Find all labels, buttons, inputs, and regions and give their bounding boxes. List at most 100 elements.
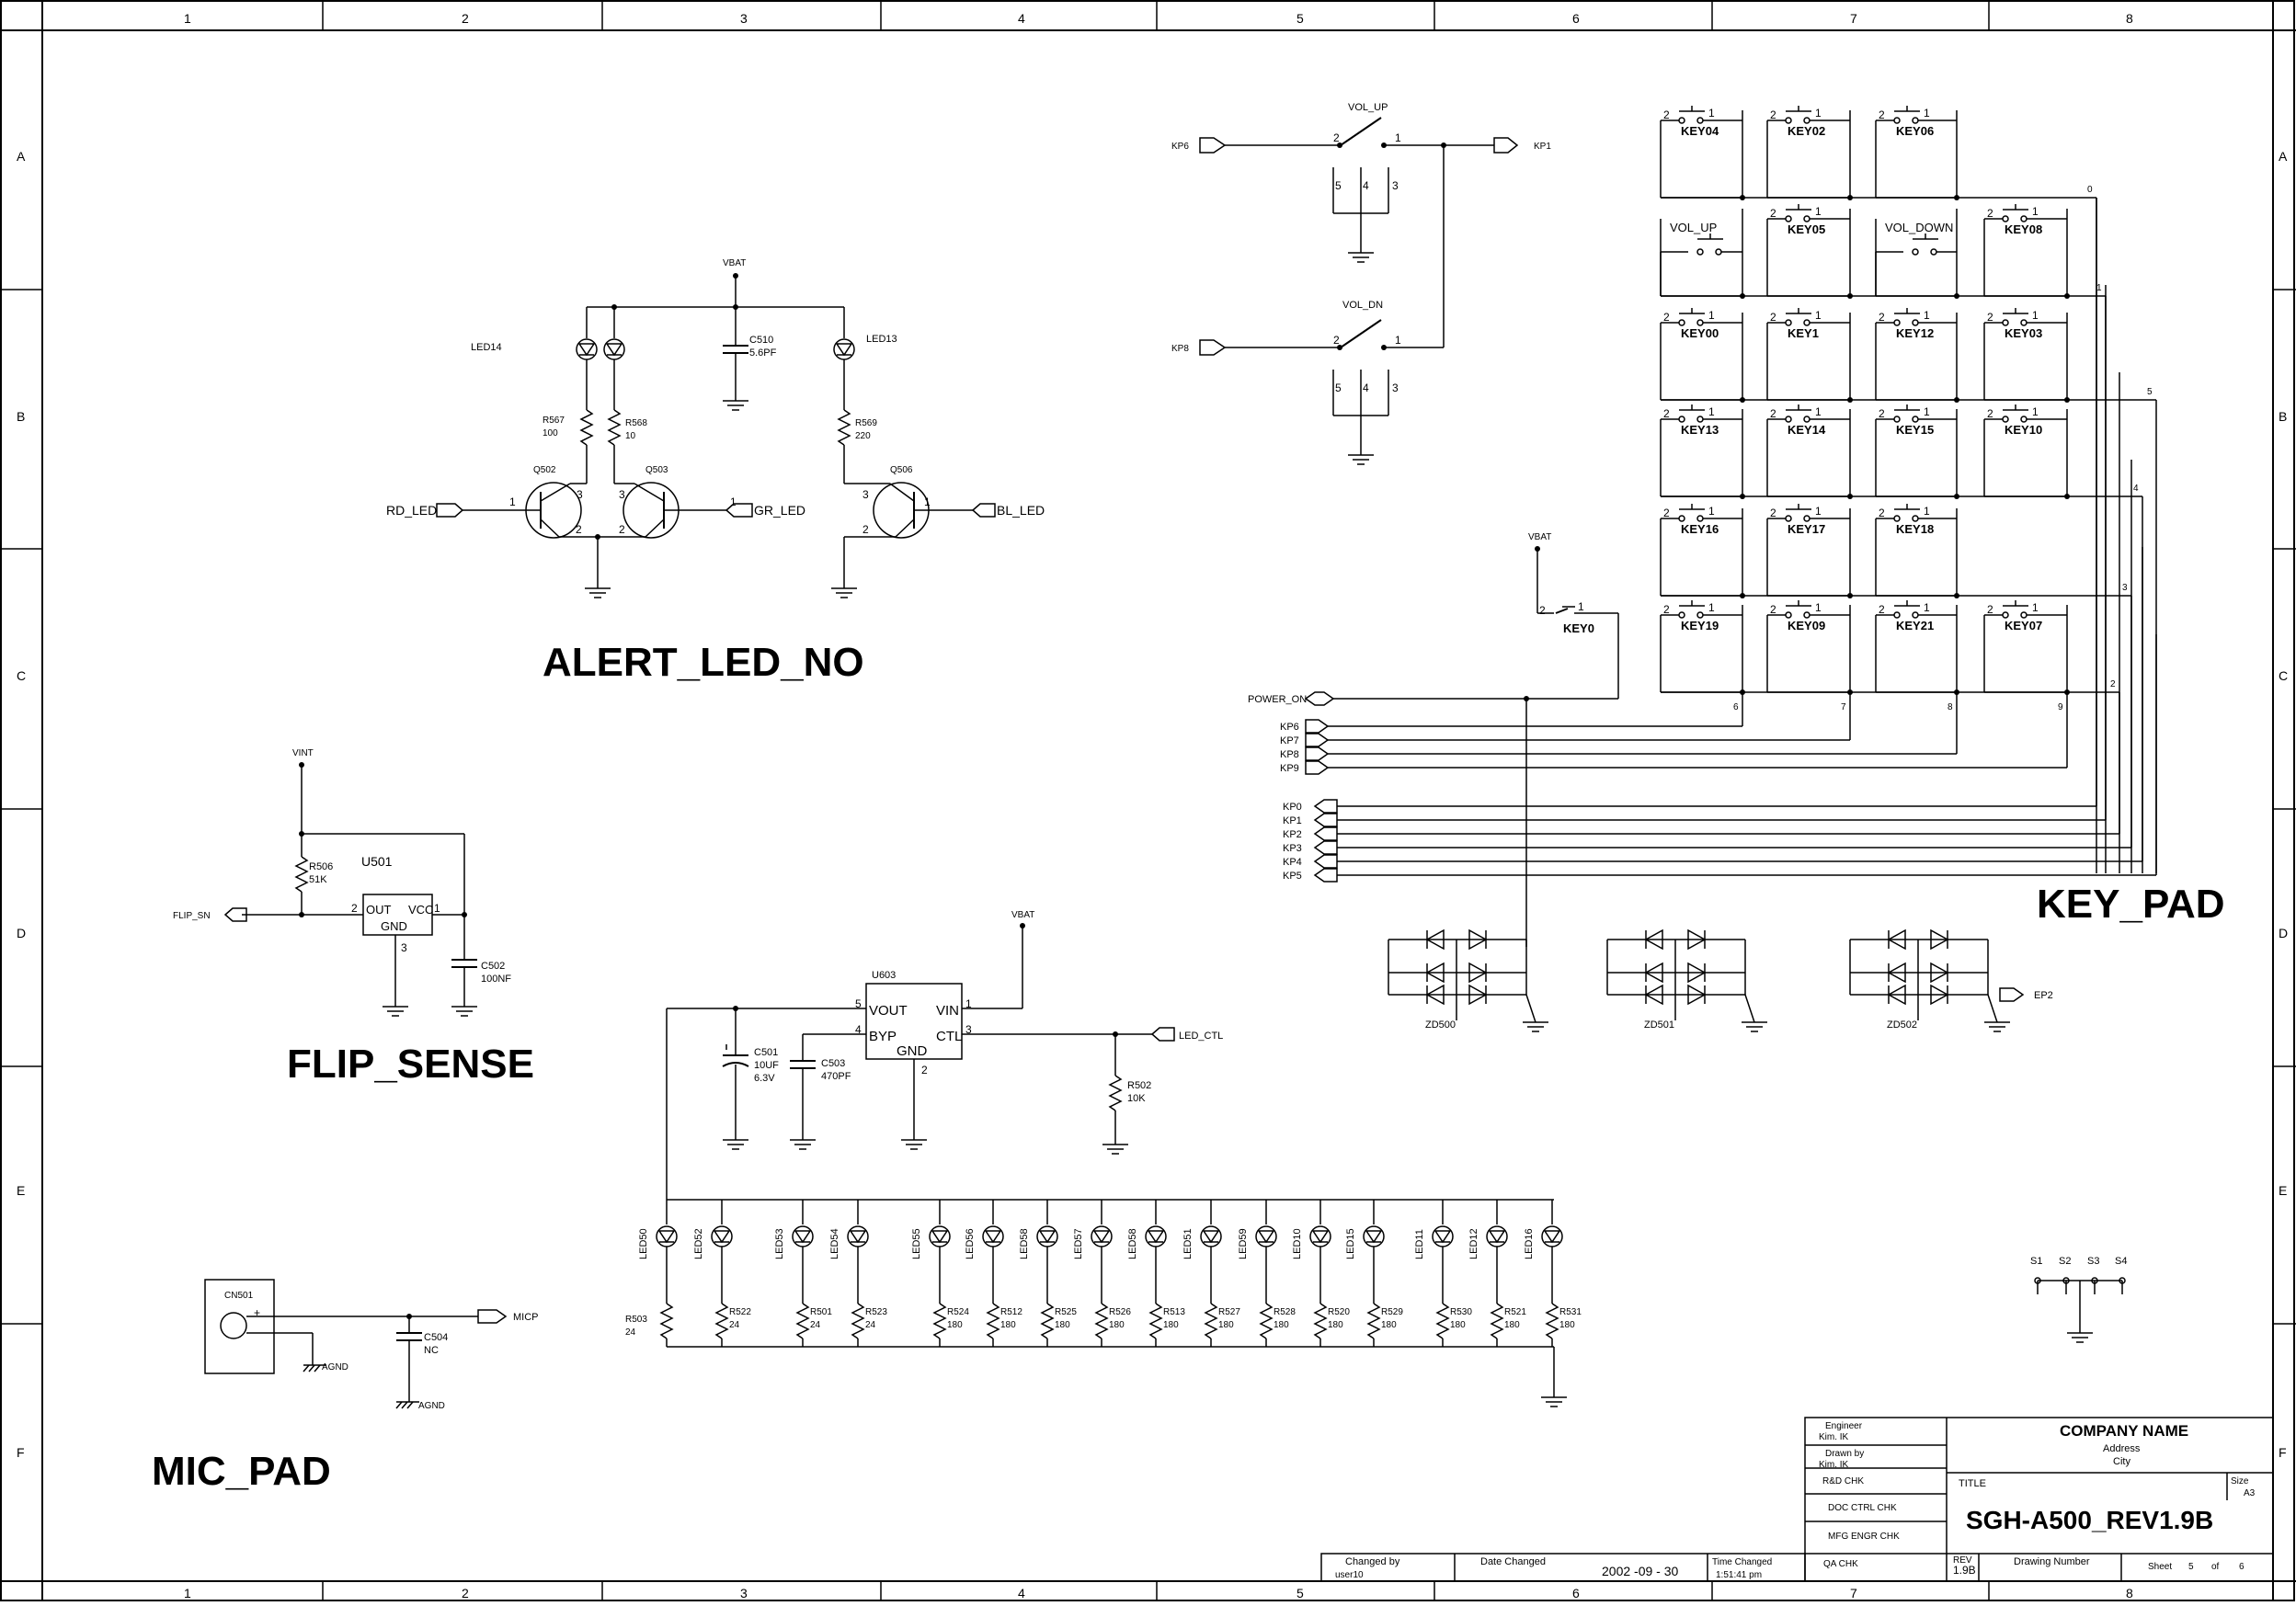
tb-total: 6 <box>2239 1562 2245 1572</box>
array-led-label: LED16 <box>1524 1228 1535 1259</box>
svg-text:2: 2 <box>1770 603 1776 616</box>
key-label: KEY10 <box>2005 423 2042 437</box>
key-label: KEY18 <box>1896 522 1934 536</box>
flip-sense-circuit: VINT R506 51K U501 OUT VCC GND 2 1 3 C50… <box>173 748 511 1017</box>
keypad-wiring: VBAT 2 1 KEY0 POWER_ON <box>1248 532 1619 947</box>
r502-resistor <box>1108 1075 1123 1111</box>
r567-resistor <box>579 409 594 446</box>
col-label-bottom-8: 8 <box>2126 1586 2133 1600</box>
r568-value: 10 <box>625 431 636 441</box>
array-resistor-value: 180 <box>947 1320 963 1330</box>
array-led-label: LED58 <box>1019 1228 1030 1259</box>
svg-text:2: 2 <box>1663 407 1670 420</box>
row-label-left-F: F <box>17 1445 25 1460</box>
c502-label: C502 <box>481 961 505 972</box>
key-label: KEY19 <box>1681 619 1719 632</box>
zener-array-label: ZD500 <box>1425 1019 1456 1031</box>
led13-diode <box>835 343 853 357</box>
svg-text:1: 1 <box>2032 601 2039 614</box>
svg-text:+: + <box>254 1306 260 1319</box>
tb-sheet: 5 <box>2188 1562 2194 1572</box>
array-resistor <box>659 1303 674 1339</box>
kp-out-label: KP2 <box>1283 829 1302 840</box>
row-net-label: 4 <box>2133 484 2139 494</box>
svg-text:1: 1 <box>1924 405 1930 418</box>
svg-text:1: 1 <box>1924 505 1930 518</box>
svg-text:2: 2 <box>1879 603 1885 616</box>
kp-in-label: KP7 <box>1280 735 1299 746</box>
svg-text:5: 5 <box>855 997 862 1010</box>
array-led-label: LED53 <box>774 1228 785 1259</box>
tb-city: City <box>2113 1456 2130 1467</box>
kp-in-port <box>1305 746 1330 761</box>
svg-text:2: 2 <box>1770 407 1776 420</box>
u501-vcc: VCC <box>408 903 433 917</box>
array-led-label: LED57 <box>1073 1228 1084 1259</box>
col-label-bottom-4: 4 <box>1018 1586 1025 1600</box>
array-resistor-label: R531 <box>1559 1307 1582 1317</box>
svg-text:3: 3 <box>619 488 625 501</box>
kp-in-port <box>1305 760 1330 775</box>
svg-text:2: 2 <box>351 902 358 915</box>
key-power-label: KEY0 <box>1563 621 1594 635</box>
c503-value: 470PF <box>821 1071 851 1082</box>
svg-text:2: 2 <box>1770 311 1776 324</box>
svg-text:2: 2 <box>576 523 582 536</box>
array-resistor-label: R525 <box>1055 1307 1077 1317</box>
array-led-label: LED12 <box>1468 1228 1479 1259</box>
row-net-label: 3 <box>2122 583 2128 593</box>
svg-text:1: 1 <box>1815 309 1822 322</box>
col-label-top-1: 1 <box>184 11 191 26</box>
array-resistor-label: R522 <box>729 1307 751 1317</box>
kp-out-label: KP4 <box>1283 857 1302 868</box>
r568-resistor <box>607 409 622 446</box>
c504-value: NC <box>424 1345 439 1356</box>
array-resistor-value: 180 <box>1109 1320 1125 1330</box>
svg-text:2: 2 <box>1663 507 1670 519</box>
array-resistor-value: 24 <box>625 1327 636 1338</box>
array-resistor-label: R503 <box>625 1315 647 1325</box>
cn501-label: CN501 <box>224 1291 254 1301</box>
svg-text:1: 1 <box>1395 334 1401 347</box>
mic-p-label: MICP <box>513 1312 539 1323</box>
key-label: KEY12 <box>1896 326 1934 340</box>
vol-kp1-label: KP1 <box>1534 142 1551 152</box>
c504-label: C504 <box>424 1332 448 1343</box>
row-label-right-E: E <box>2279 1183 2287 1198</box>
svg-text:1: 1 <box>1708 107 1715 120</box>
array-resistor-label: R512 <box>1000 1307 1022 1317</box>
svg-text:1: 1 <box>924 495 931 508</box>
col-net-label: 6 <box>1733 702 1739 712</box>
key-label: KEY03 <box>2005 326 2042 340</box>
array-resistor <box>1490 1303 1504 1339</box>
tb-date: 2002 -09 - 30 <box>1602 1564 1678 1578</box>
mic-circuit: CN501 + AGND AGND C504 NC MICP <box>204 1279 539 1411</box>
vol-up-label: VOL_UP <box>1348 102 1388 113</box>
q503-label: Q503 <box>645 465 668 475</box>
svg-text:2: 2 <box>1770 207 1776 220</box>
tb-doc-ctrl: DOC CTRL CHK <box>1828 1503 1897 1513</box>
array-resistor-label: R530 <box>1450 1307 1472 1317</box>
svg-text:1: 1 <box>1815 505 1822 518</box>
svg-text:1: 1 <box>509 495 516 508</box>
col-label-bottom-6: 6 <box>1572 1586 1580 1600</box>
array-resistor <box>714 1303 729 1339</box>
zener-array: ZD500 <box>1388 928 1548 1032</box>
col-net-label: 7 <box>1841 702 1846 712</box>
array-resistor <box>851 1303 865 1339</box>
svg-text:1: 1 <box>1924 309 1930 322</box>
r506-label: R506 <box>309 861 333 872</box>
key-label: VOL_UP <box>1670 221 1717 234</box>
svg-text:2: 2 <box>921 1064 928 1076</box>
kp-in-label: KP6 <box>1280 722 1299 733</box>
keypad-section-title: KEY_PAD <box>2037 882 2225 927</box>
